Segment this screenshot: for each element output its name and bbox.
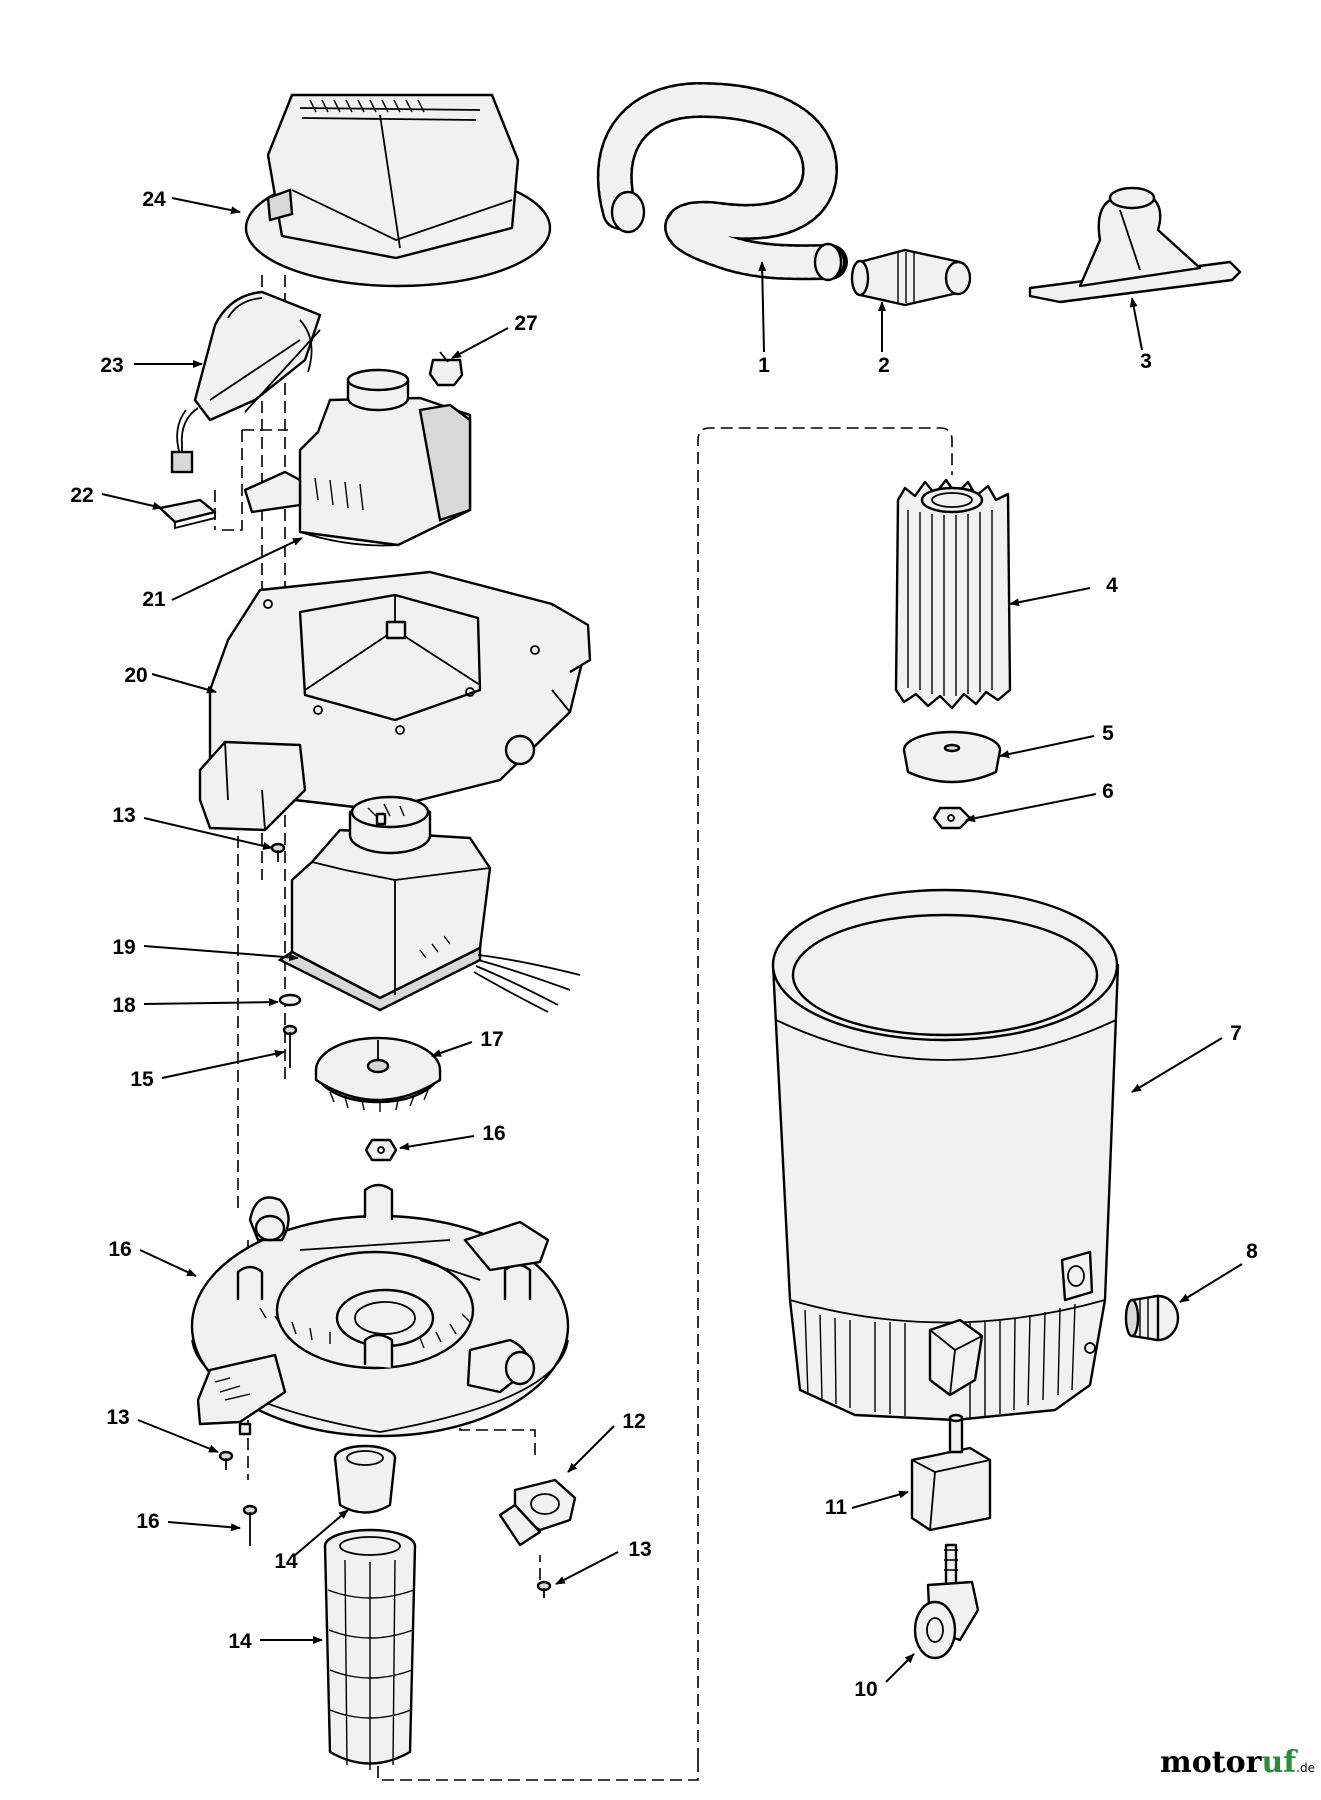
callout-22: 20 [124,664,147,687]
watermark-part-b: uf [1261,1745,1298,1780]
filter-cap-part-15 [333,1444,397,1514]
washer-part-20 [278,993,302,1007]
screw-16-upper [282,1024,298,1068]
nut-part-18 [364,1138,398,1162]
screw-13-lower-left [218,1450,234,1470]
callout-15: 14 [274,1550,298,1573]
callout-16-upper: 15 [130,1068,154,1091]
callout-17: 16 [108,1238,131,1261]
callout-23: 21 [142,588,166,611]
callout-27: 27 [514,312,537,335]
floor-nozzle-part-3 [1028,186,1242,304]
drain-cap-part-8 [1124,1294,1180,1342]
callout-5: 5 [1102,722,1114,745]
callout-18: 16 [482,1122,505,1145]
motor-housing-part-23 [243,368,472,547]
callout-1: 1 [758,354,770,377]
callout-16-lower: 16 [136,1510,159,1533]
switch-plate-part-24 [158,498,217,530]
callout-14: 14 [228,1630,252,1653]
bracket-part-25 [170,290,322,474]
callout-19: 17 [480,1028,503,1051]
callout-13-lower-right: 13 [628,1538,651,1561]
callout-20: 18 [112,994,136,1017]
deflector-part-12 [498,1478,577,1547]
callout-13-lower-left: 13 [106,1406,129,1429]
switch-part-27 [428,351,464,387]
callout-10: 10 [854,1678,877,1701]
callout-13-upper: 13 [112,804,135,827]
callout-3: 3 [1140,350,1152,373]
screw-13-upper [270,842,286,862]
lid-part-22 [198,570,592,832]
hose-connector-part-2 [850,248,972,307]
callout-11: 11 [825,1496,848,1519]
callout-21: 19 [112,936,135,959]
screw-16-lower [242,1504,258,1546]
hose-part-1 [596,81,848,282]
cartridge-filter-part-4 [894,478,1012,710]
leader-lines [101,197,1243,1683]
callout-4: 4 [1106,574,1118,597]
filter-lid-part-5 [902,730,1002,784]
callout-12: 12 [622,1410,645,1433]
callout-25: 23 [100,354,123,377]
caster-part-10 [913,1543,980,1660]
tank-part-7 [771,888,1120,1422]
callout-2: 2 [878,354,890,377]
watermark-part-c: .de [1296,1761,1315,1775]
callout-8: 8 [1246,1240,1258,1263]
callout-24: 22 [70,484,93,507]
filter-cage-part-14 [323,1528,417,1770]
screws [218,842,552,1598]
callout-labels: 24 23 27 22 21 20 13 19 18 15 17 16 16 1… [70,188,1258,1701]
watermark-logo: motoruf.de [1160,1745,1315,1780]
screw-13-lower-right [536,1580,552,1598]
motor-cover-part-26 [244,93,552,288]
motor-part-21 [277,795,581,1013]
svg-text:motoruf.de: motoruf.de [1160,1745,1315,1780]
callout-6: 6 [1102,780,1114,803]
watermark-part-a: motor [1160,1745,1263,1780]
caster-socket-part-11 [910,1413,992,1532]
callout-26: 24 [142,188,166,211]
callout-7: 7 [1230,1022,1242,1045]
filter-nut-part-6 [932,806,972,830]
impeller-part-19 [314,1036,442,1112]
base-plate-part-17 [190,1183,570,1438]
